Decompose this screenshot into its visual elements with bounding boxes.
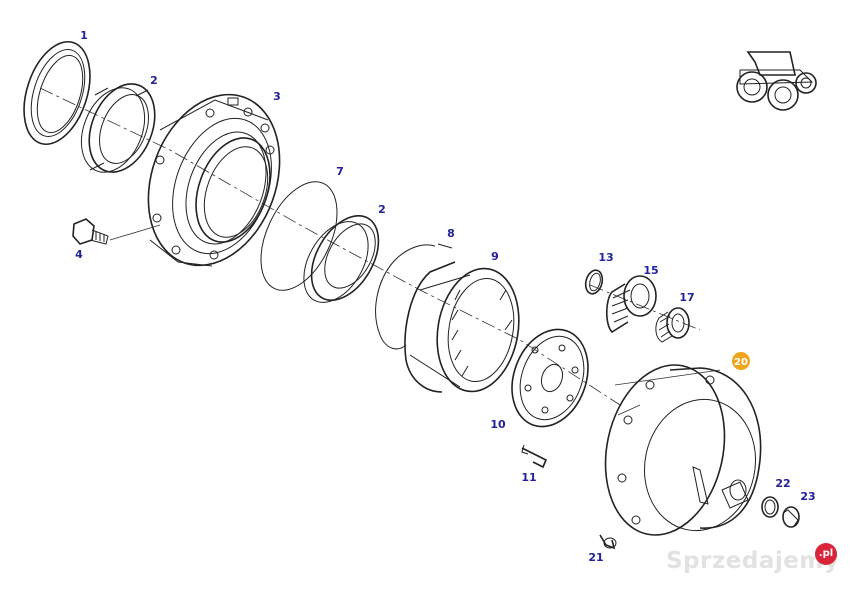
part-bearing-2 [303, 214, 380, 303]
callout-23: 23 [800, 490, 815, 503]
part-screw-11 [521, 444, 548, 469]
callout-20-badge [732, 352, 750, 370]
part-screw-21 [599, 534, 617, 550]
callout-15: 15 [643, 264, 658, 277]
part-seal-ring [23, 40, 91, 146]
callout-22: 22 [775, 477, 790, 490]
part-carrier-plate [511, 328, 589, 428]
callout-4: 4 [75, 248, 83, 261]
callout-13: 13 [598, 251, 613, 264]
callout-2-middle: 2 [378, 203, 386, 216]
part-small-ring [584, 269, 604, 295]
part-carrier-housing [604, 364, 762, 536]
callout-1: 1 [80, 29, 88, 42]
assembly-axis-2 [589, 284, 701, 331]
part-planet-gear [605, 275, 657, 334]
callout-17: 17 [679, 291, 694, 304]
part-snap-ring [260, 181, 338, 291]
tractor-icon [736, 51, 817, 111]
part-bearing-1 [80, 83, 156, 173]
callout-2-top: 2 [150, 74, 158, 87]
assembly-axis [39, 87, 621, 406]
part-ring-gear [404, 261, 520, 393]
callout-20: 20 [734, 357, 748, 368]
callout-3: 3 [273, 90, 281, 103]
callout-11: 11 [521, 471, 536, 484]
part-bolt [72, 218, 161, 245]
callout-7: 7 [336, 165, 344, 178]
watermark-text: Sprzedajemy [666, 548, 840, 574]
part-o-ring [761, 496, 779, 518]
callout-8: 8 [447, 227, 455, 240]
part-needle-bearing [655, 307, 690, 343]
callout-21: 21 [588, 551, 603, 564]
part-circlip [375, 243, 453, 350]
part-plug [782, 506, 800, 528]
callout-9: 9 [491, 250, 499, 263]
part-hub-housing [147, 93, 281, 267]
watermark-badge: .pl [815, 543, 837, 565]
callout-10: 10 [490, 418, 506, 431]
